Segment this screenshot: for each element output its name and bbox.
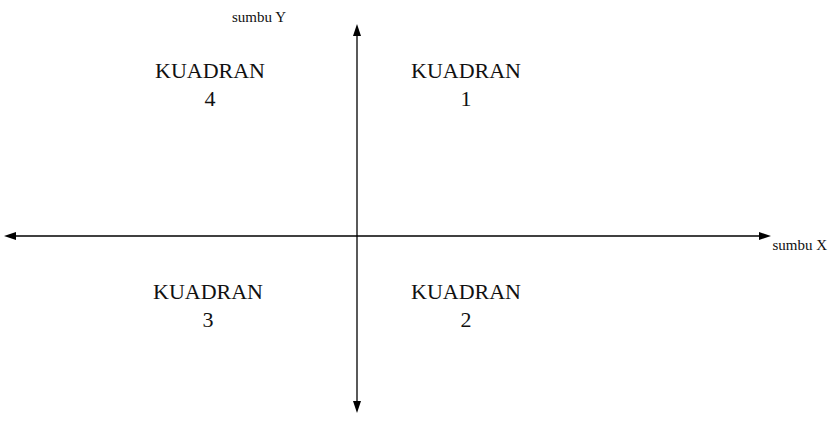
axis-label: sumbu X xyxy=(772,236,827,254)
axis-label: sumbu Y xyxy=(232,8,286,26)
quadrant-label: KUADRAN 3 xyxy=(153,278,263,333)
quadrant-label: KUADRAN 2 xyxy=(411,278,521,333)
x-axis-arrowhead xyxy=(4,232,16,240)
y-axis-arrowhead xyxy=(353,24,361,36)
y-axis-arrowhead xyxy=(353,401,361,413)
quadrant-label: KUADRAN 4 xyxy=(155,57,265,112)
x-axis xyxy=(12,235,762,236)
y-axis xyxy=(356,32,357,405)
x-axis-arrowhead xyxy=(759,232,771,240)
quadrant-label: KUADRAN 1 xyxy=(411,57,521,112)
